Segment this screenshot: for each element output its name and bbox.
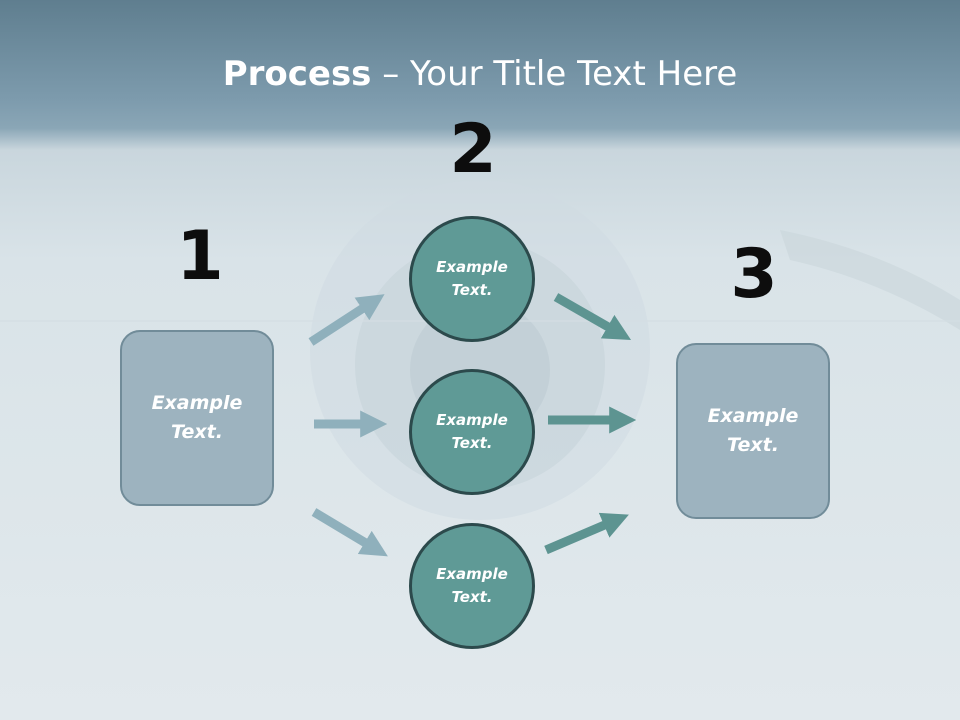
- arrow-box1-to-circle-bottom: [311, 508, 388, 557]
- step-2-circle-top: Example Text.: [409, 216, 535, 342]
- step-number-1: 1: [176, 217, 224, 296]
- arrow-box1-to-circle-top: [308, 294, 385, 346]
- step-3-box: Example Text.: [676, 343, 830, 519]
- circle-top-text: Example Text.: [436, 258, 508, 299]
- page-title: Process – Your Title Text Here: [0, 52, 960, 96]
- step-2-circle-bottom: Example Text.: [409, 523, 535, 649]
- step-number-3: 3: [730, 235, 778, 314]
- step-3-text: Example Text.: [707, 405, 799, 456]
- title-bold: Process: [222, 54, 372, 94]
- circle-bottom-text: Example Text.: [436, 565, 508, 606]
- circle-middle-text: Example Text.: [436, 411, 508, 452]
- arrow-circle-bottom-to-box3: [544, 512, 629, 555]
- step-2-circle-middle: Example Text.: [409, 369, 535, 495]
- title-rest: – Your Title Text Here: [371, 54, 738, 94]
- arrow-circle-top-to-box3: [553, 293, 632, 341]
- step-1-text: Example Text.: [151, 392, 243, 443]
- step-1-box: Example Text.: [120, 330, 274, 506]
- step-number-2: 2: [449, 110, 497, 189]
